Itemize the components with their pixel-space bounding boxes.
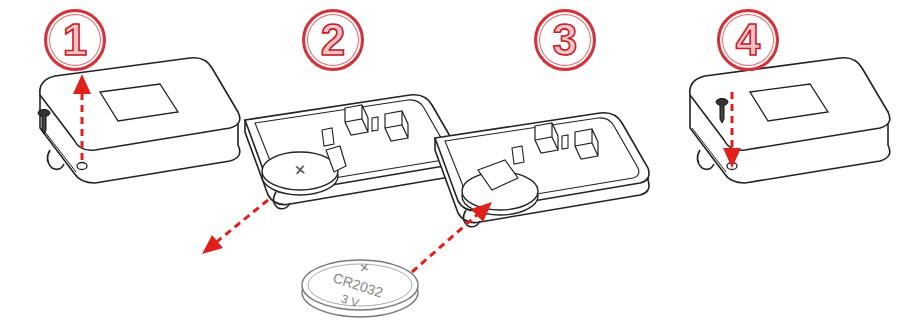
remove-arrow — [214, 200, 268, 244]
coin-battery — [262, 152, 338, 190]
step-number-circle: 3 — [534, 9, 596, 71]
open-case — [435, 113, 649, 227]
screw-shank — [720, 105, 724, 123]
key-fob — [40, 58, 240, 183]
remove-arrow — [81, 92, 84, 160]
battery-clip — [478, 160, 518, 190]
step-number: 4 — [736, 18, 760, 62]
screw-head — [38, 110, 50, 117]
open-case — [245, 95, 459, 209]
key-fob — [690, 58, 890, 183]
step-number: 2 — [321, 18, 345, 62]
motion-arrows — [82, 92, 732, 272]
insert-arrow — [412, 214, 478, 272]
step-number-circle: 2 — [302, 9, 364, 71]
arrow-head — [471, 202, 492, 222]
battery-clip — [326, 146, 346, 172]
arrow-head — [723, 148, 741, 168]
arrow-heads — [73, 74, 741, 254]
screw-head — [716, 99, 728, 106]
screw — [38, 110, 50, 135]
insert-arrow — [731, 92, 734, 150]
step-number-circle: 1 — [44, 9, 106, 71]
step-number: 1 — [63, 18, 87, 62]
screw — [716, 99, 728, 124]
arrow-head — [73, 74, 91, 94]
screw-shank — [42, 116, 46, 134]
step-number: 3 — [553, 18, 577, 62]
arrow-head — [202, 235, 223, 254]
step-number-circle: 4 — [717, 9, 779, 71]
